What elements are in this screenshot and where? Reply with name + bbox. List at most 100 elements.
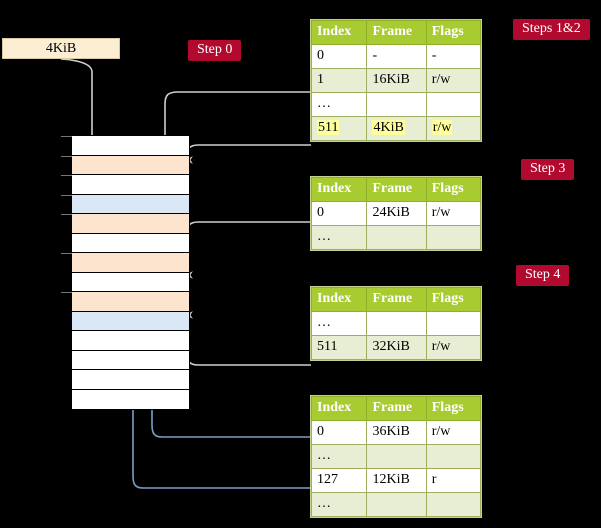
table-cell: r/w	[425, 116, 482, 142]
column-header-index: Index	[310, 395, 368, 422]
table-cell: 511	[310, 335, 368, 361]
table-cell: 0	[310, 44, 368, 70]
wire-l4-511-out	[164, 91, 311, 141]
memory-frame-row	[61, 214, 189, 234]
table-cell: …	[310, 92, 368, 118]
table-cell: r	[425, 468, 482, 494]
memory-row-tick	[61, 155, 72, 157]
column-header-index: Index	[310, 286, 368, 313]
table-cell	[366, 225, 427, 251]
memory-frame-row	[61, 194, 189, 214]
badge-steps-1-2: Steps 1&2	[513, 19, 590, 41]
table-cell: 0	[310, 201, 368, 227]
table-row: …	[310, 444, 482, 470]
table-row: …	[310, 92, 482, 118]
memory-frame-row	[72, 350, 189, 370]
table-cell: 36KiB	[366, 420, 427, 446]
table-cell: …	[310, 492, 368, 518]
table-cell: r/w	[425, 68, 482, 94]
table-cell: 127	[310, 468, 368, 494]
table-cell	[425, 311, 482, 337]
memory-frame-row	[61, 175, 189, 195]
memory-frame-row	[72, 311, 189, 331]
badge-step-4: Step 4	[516, 265, 570, 287]
wire-l3-to-mem	[185, 221, 311, 279]
table-row: 0--	[310, 44, 482, 70]
table-cell	[366, 444, 427, 470]
column-header-index: Index	[310, 19, 368, 46]
column-header-flags: Flags	[425, 395, 482, 422]
highlighted-value: 4KiB	[372, 120, 405, 136]
table-cell: 12KiB	[366, 468, 427, 494]
memory-row-tick	[61, 253, 72, 254]
wire-mem-to-l2	[185, 311, 311, 366]
table-cell	[425, 225, 482, 251]
column-header-frame: Frame	[366, 286, 427, 313]
table-cell	[366, 492, 427, 518]
table-cell	[425, 444, 482, 470]
column-header-frame: Frame	[366, 395, 427, 422]
badge-step-0: Step 0	[188, 40, 242, 62]
column-header-flags: Flags	[425, 286, 482, 313]
table-cell: -	[425, 44, 482, 70]
table-row: …	[310, 311, 482, 337]
memory-frame-row	[72, 370, 189, 390]
column-header-frame: Frame	[366, 176, 427, 203]
wire-mem-to-l3	[185, 144, 311, 158]
memory-row-tick	[61, 136, 72, 137]
highlighted-value: r/w	[431, 120, 453, 136]
column-header-flags: Flags	[425, 176, 482, 203]
table-cell: 24KiB	[366, 201, 427, 227]
column-header-index: Index	[310, 176, 368, 203]
table-cell: …	[310, 225, 368, 251]
table-cell: 0	[310, 420, 368, 446]
memory-frame-row	[72, 389, 189, 409]
table-cell: 1	[310, 68, 368, 94]
table-cell: 511	[310, 116, 368, 142]
table-cell	[425, 92, 482, 118]
memory-row-tick	[61, 214, 72, 215]
highlighted-value: 511	[317, 120, 340, 136]
source-page-box: 4KiB	[2, 38, 120, 59]
physical-memory-column	[61, 135, 190, 410]
memory-frame-row	[72, 233, 189, 253]
table-cell	[366, 311, 427, 337]
memory-row-tick	[61, 292, 72, 293]
table-row: …	[310, 492, 482, 518]
table-cell: r/w	[425, 420, 482, 446]
memory-frame-row	[61, 253, 189, 273]
memory-frame-row	[61, 292, 189, 312]
memory-row-tick	[61, 194, 72, 196]
table-cell	[366, 92, 427, 118]
memory-frame-row	[72, 331, 189, 351]
table-cell: …	[310, 444, 368, 470]
table-row: 511 4KiB r/w	[310, 116, 482, 142]
source-page-label: 4KiB	[45, 40, 77, 56]
table-row: …	[310, 225, 482, 251]
table-cell: 32KiB	[366, 335, 427, 361]
column-header-frame: Frame	[366, 19, 427, 46]
memory-row-tick	[61, 175, 72, 176]
column-header-flags: Flags	[425, 19, 482, 46]
table-cell: 16KiB	[366, 68, 427, 94]
badge-step-3: Step 3	[521, 159, 575, 181]
table-cell	[425, 492, 482, 518]
table-cell: r/w	[425, 335, 482, 361]
table-cell: r/w	[425, 201, 482, 227]
table-cell: …	[310, 311, 368, 337]
table-cell: 4KiB	[366, 116, 427, 142]
